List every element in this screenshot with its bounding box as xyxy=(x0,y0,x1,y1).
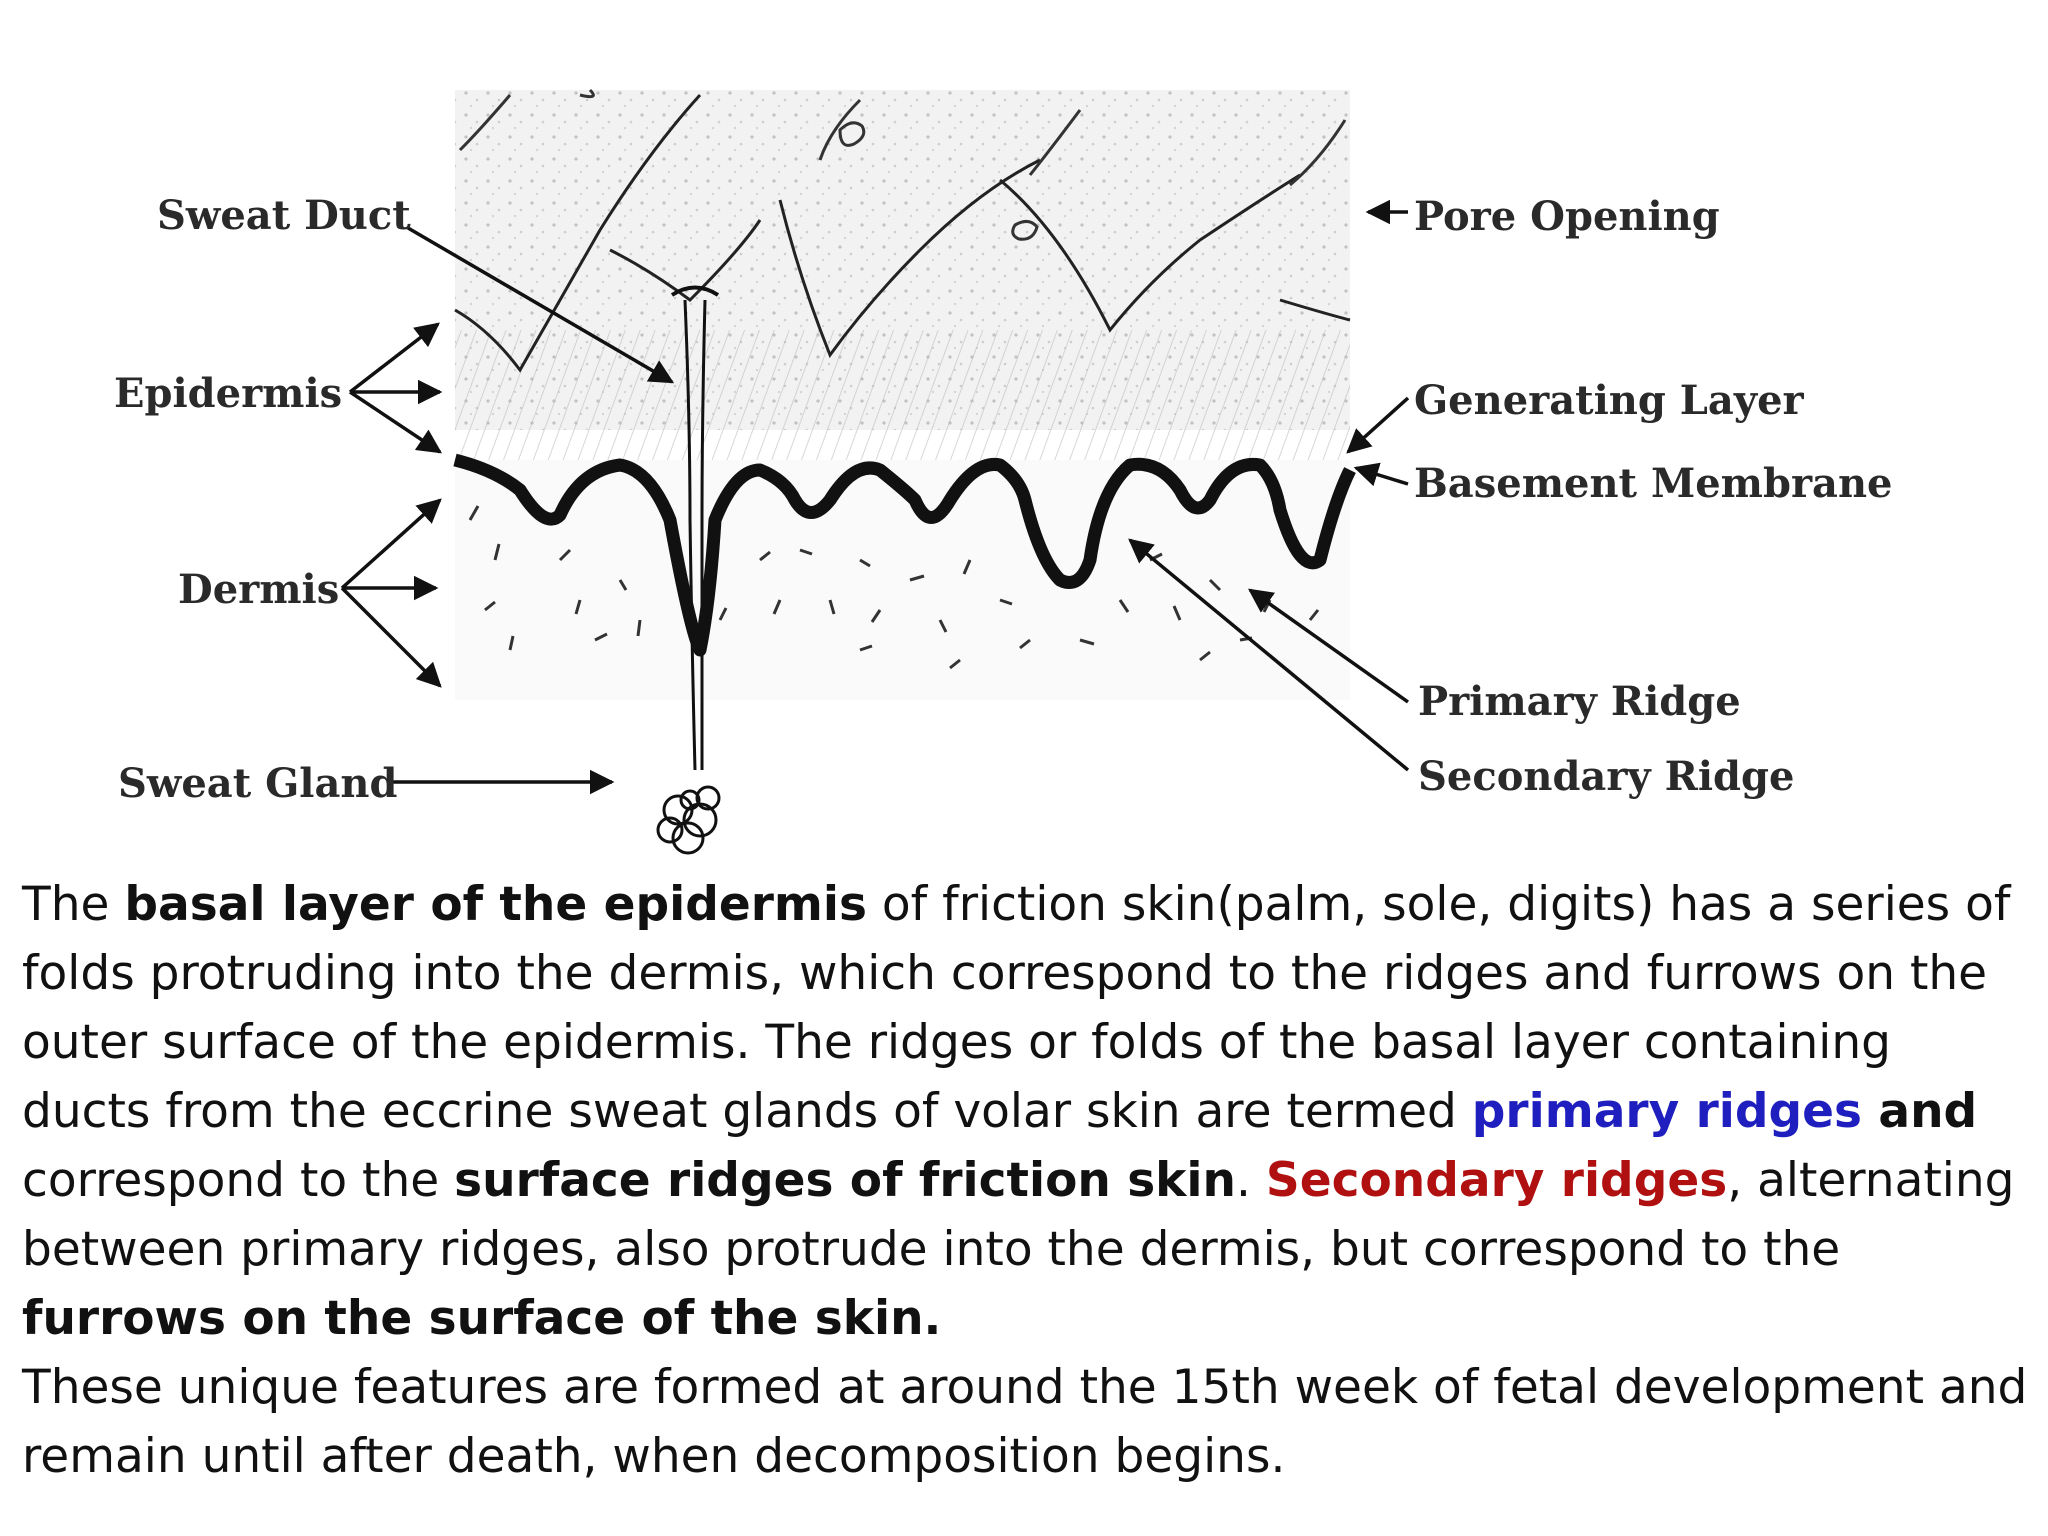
label-pore-opening: Pore Opening xyxy=(1414,193,1720,240)
sweat-duct xyxy=(670,285,720,771)
caption-run: , alternating between primary ridges, al… xyxy=(22,1153,2015,1277)
epidermis-arrow-down xyxy=(349,390,443,454)
epidermis-arrow-up xyxy=(348,322,440,394)
generating-layer-arrow xyxy=(1346,396,1410,454)
caption-run: of friction skin(palm, sole, digits) has… xyxy=(22,877,2011,1139)
label-epidermis: Epidermis xyxy=(114,370,342,417)
caption-highlight-primary-ridges: primary ridges xyxy=(1471,1084,1863,1139)
caption-bold-and: and xyxy=(1862,1084,1978,1139)
epidermis-region xyxy=(455,90,1350,470)
primary-ridge-arrow xyxy=(1248,588,1410,704)
caption-run: correspond to the xyxy=(22,1153,455,1208)
caption-paragraph-2: These unique features are formed at arou… xyxy=(22,1360,2028,1484)
caption-bold-basal-layer: basal layer of the epidermis xyxy=(124,877,867,932)
surface-ridge-outline xyxy=(454,93,1351,373)
caption-run: . xyxy=(1236,1153,1266,1208)
label-sweat-gland: Sweat Gland xyxy=(118,760,397,807)
label-secondary-ridge: Secondary Ridge xyxy=(1418,753,1794,800)
basement-membrane-arrow xyxy=(1353,462,1409,487)
label-generating-layer: Generating Layer xyxy=(1414,377,1805,424)
label-primary-ridge: Primary Ridge xyxy=(1418,678,1741,725)
sweat-duct-arrow xyxy=(407,226,675,384)
dermis-arrow-down xyxy=(340,586,442,688)
label-basement-membrane: Basement Membrane xyxy=(1414,460,1893,507)
secondary-ridge-arrow xyxy=(1128,538,1410,772)
label-dermis: Dermis xyxy=(178,566,339,613)
dermis-arrow-up xyxy=(340,498,442,590)
caption-bold-furrows: furrows on the surface of the skin. xyxy=(22,1291,942,1346)
caption-bold-surface-ridges: surface ridges of friction skin xyxy=(454,1153,1236,1208)
caption-text: The basal layer of the epidermis of fric… xyxy=(22,870,2032,1491)
label-sweat-duct: Sweat Duct xyxy=(157,192,411,239)
leader-arrows xyxy=(340,199,1410,795)
basal-layer-folds xyxy=(453,453,1356,657)
sweat-gland-coil xyxy=(656,785,721,855)
caption-highlight-secondary-ridges: Secondary ridges xyxy=(1265,1153,1728,1208)
pore-outline xyxy=(838,121,1039,241)
surface-crease xyxy=(458,88,1347,187)
caption-run: The xyxy=(22,877,125,932)
dermis-region xyxy=(455,460,1350,700)
skin-cross-section-diagram: Sweat Duct Epidermis Dermis Sweat Gland … xyxy=(114,88,1893,855)
caption-paragraph-1: The basal layer of the epidermis of fric… xyxy=(22,870,2032,1353)
